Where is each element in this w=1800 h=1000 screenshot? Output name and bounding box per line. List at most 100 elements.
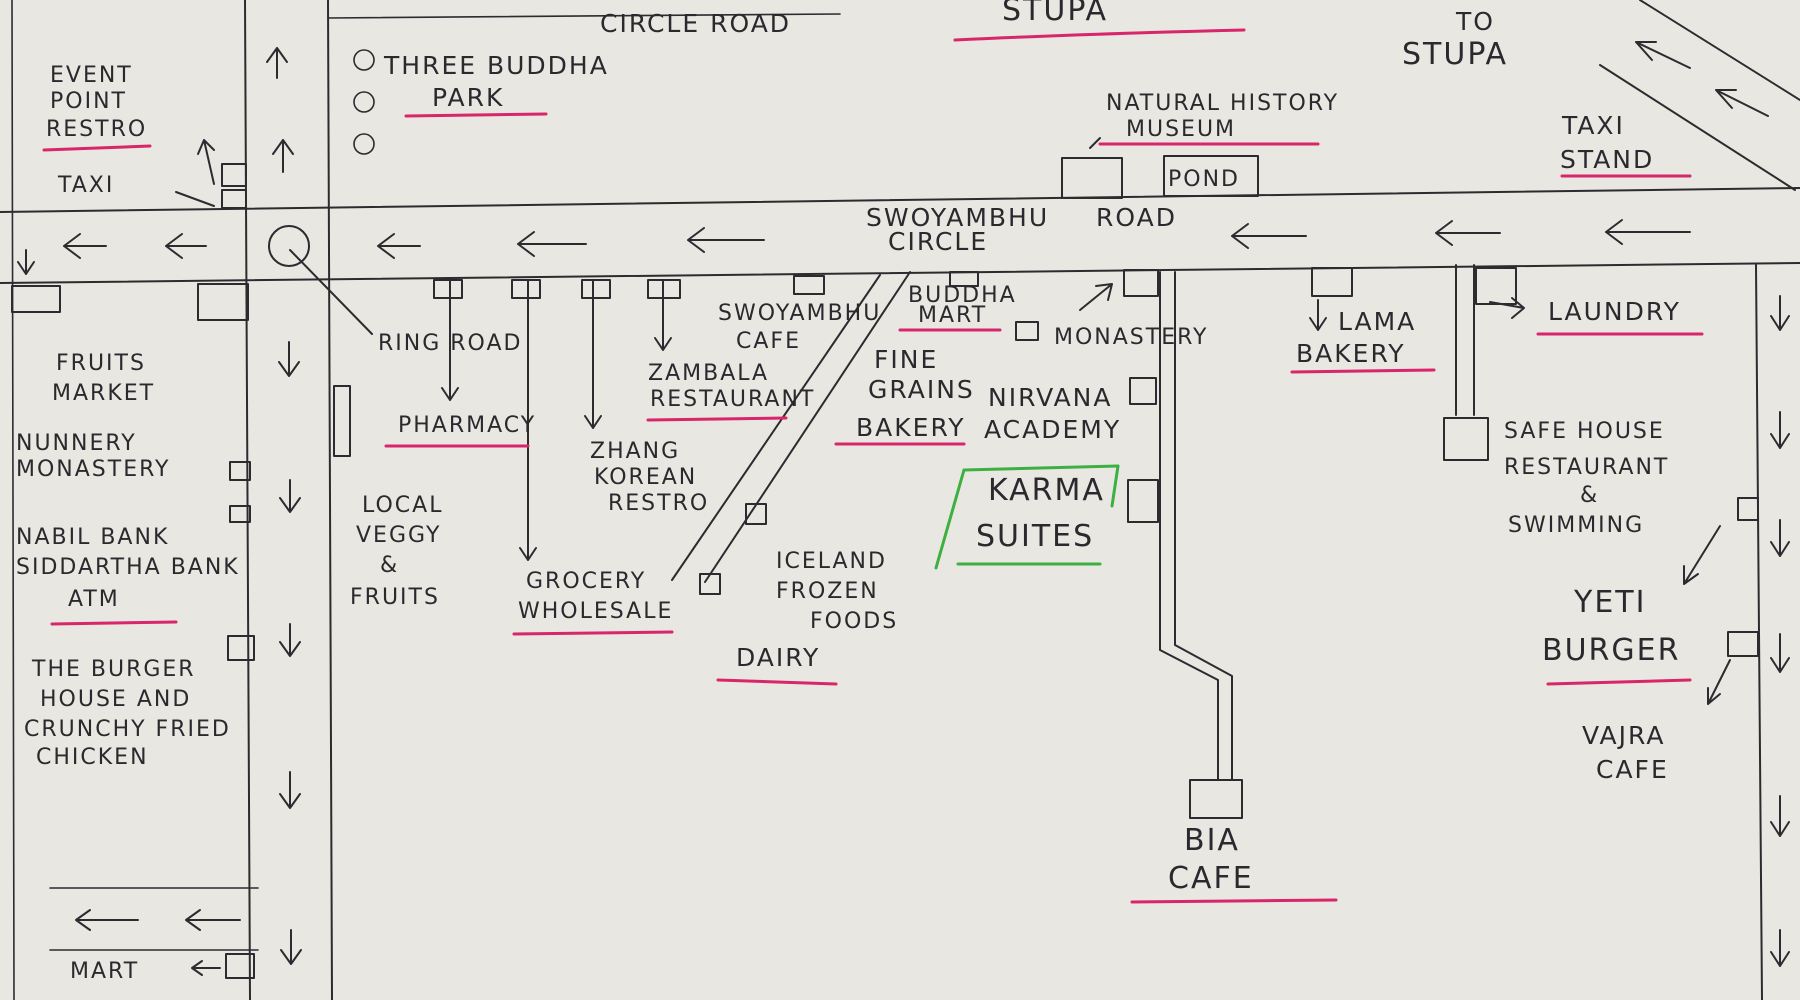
arrow-up-2 (272, 139, 294, 173)
person-icon (353, 91, 375, 113)
label-zhang-3: RESTRO (608, 491, 709, 516)
building-nabil-bank (229, 461, 251, 481)
label-swoyambhu-cafe-2: CAFE (736, 329, 801, 354)
label-laundry: LAUNDRY (1548, 297, 1681, 326)
label-zambala-2: RESTAURANT (650, 387, 815, 412)
label-pond: POND (1168, 167, 1240, 192)
diagonal-street-left (671, 274, 881, 581)
underline-zambala (646, 416, 788, 422)
label-local-veggy-4: FRUITS (350, 585, 440, 610)
label-fine-grains-2: GRAINS (868, 375, 975, 404)
label-swoyambhu-road-3: CIRCLE (888, 227, 988, 256)
label-dairy: DAIRY (736, 643, 820, 672)
arrow-down-right-1 (1770, 295, 1790, 331)
label-buddha-mart-1: BUDDHA (908, 283, 1017, 308)
arrow-down-2 (279, 479, 301, 513)
arrow-down-right-6 (1770, 929, 1790, 967)
arrow-left-3 (377, 233, 421, 259)
person-icons (353, 49, 375, 155)
label-iceland-2: FROZEN (776, 579, 879, 604)
bia-lane-right (1174, 271, 1233, 781)
karma-suites-box-top (962, 464, 1120, 472)
label-banks-1: NABIL BANK (16, 525, 169, 550)
bia-lane-left (1159, 271, 1219, 781)
label-taxi-stand-1: TAXI (1561, 111, 1625, 140)
label-event-point-3: RESTRO (46, 117, 147, 142)
building-fruits-market (11, 285, 61, 313)
building-museum (1061, 157, 1123, 199)
pointer-zambala (654, 279, 672, 351)
label-local-veggy-1: LOCAL (362, 493, 443, 518)
label-iceland-1: ICELAND (776, 549, 887, 574)
building-mart (225, 953, 255, 979)
pointer-zhang (584, 279, 602, 429)
arrow-bottom-street-2 (185, 909, 241, 931)
building-laundry (1475, 267, 1517, 305)
label-grocery-1: GROCERY (526, 569, 646, 594)
label-yeti-burger-2: BURGER (1542, 633, 1680, 668)
label-swoyambhu-cafe-1: SWOYAMBHU (718, 301, 881, 326)
arrow-left-7 (1435, 220, 1501, 246)
arrow-mart (191, 960, 221, 976)
pointer-yeti (1683, 525, 1721, 585)
label-lama-bakery-1: LAMA (1338, 307, 1416, 336)
pointer-event-point (197, 139, 215, 185)
label-burger-house-2: HOUSE AND (40, 687, 191, 712)
pointer-lama (1309, 299, 1327, 331)
label-nirvana-2: ACADEMY (984, 415, 1121, 444)
label-museum-2: MUSEUM (1126, 117, 1236, 142)
label-circle-road: CIRCLE ROAD (600, 9, 791, 38)
pointer-ring-road (289, 249, 373, 335)
arrow-bottom-street-1 (75, 909, 139, 931)
pointer-laundry (1489, 297, 1525, 319)
stupa-diagonal-road-1 (1599, 64, 1796, 191)
label-safe-house-4: SWIMMING (1508, 513, 1644, 538)
left-margin-line (11, 0, 15, 1000)
building-nirvana (1129, 377, 1157, 405)
arrow-left-4 (517, 231, 587, 257)
building-siddartha-bank (229, 505, 251, 523)
building-lama-bakery (1311, 267, 1353, 297)
label-zhang-2: KOREAN (594, 465, 697, 490)
building-karma-suites (1127, 479, 1159, 523)
building-safe-house (1443, 417, 1489, 461)
pointer-taxi (175, 191, 215, 207)
building-buddha-mart (949, 271, 979, 287)
building-fine-grains (1015, 321, 1039, 341)
pointer-museum (1089, 137, 1101, 149)
arrow-down-left-edge (17, 249, 35, 275)
label-to-stupa-2: STUPA (1402, 37, 1508, 72)
arrow-down-4 (279, 771, 301, 809)
circle-road-line (327, 13, 841, 19)
building-yeti-burger (1737, 497, 1759, 521)
underline-banks (50, 620, 178, 626)
underline-yeti-burger (1546, 678, 1692, 686)
arrow-down-right-2 (1770, 411, 1790, 449)
label-swoyambhu-road-2: ROAD (1096, 203, 1177, 232)
building-burger-house (227, 635, 255, 661)
arrow-down-right-4 (1770, 633, 1790, 673)
arrow-down-5 (280, 929, 302, 965)
building-grocery (511, 279, 541, 299)
label-to-stupa-1: TO (1455, 7, 1495, 36)
label-banks-2: SIDDARTHA BANK (16, 555, 240, 580)
arrow-up-1 (266, 47, 288, 79)
building-markers (11, 155, 1759, 979)
label-burger-house-4: CHICKEN (36, 745, 149, 770)
red-underlines (42, 28, 1704, 904)
building-bia-cafe (1189, 779, 1243, 819)
label-vajra-1: VAJRA (1582, 721, 1665, 750)
label-karma-suites-2: SUITES (976, 519, 1094, 554)
person-icon (353, 133, 375, 155)
label-fruits-market-2: MARKET (52, 381, 155, 406)
arrow-to-stupa-1 (1635, 41, 1691, 69)
pointer-grocery (519, 279, 537, 561)
label-mart: MART (70, 959, 139, 984)
main-road-bottom-edge (0, 262, 1800, 284)
karma-suites-box-right (1110, 464, 1120, 508)
label-local-veggy-2: VEGGY (356, 523, 441, 548)
building-vajra (1727, 631, 1759, 657)
